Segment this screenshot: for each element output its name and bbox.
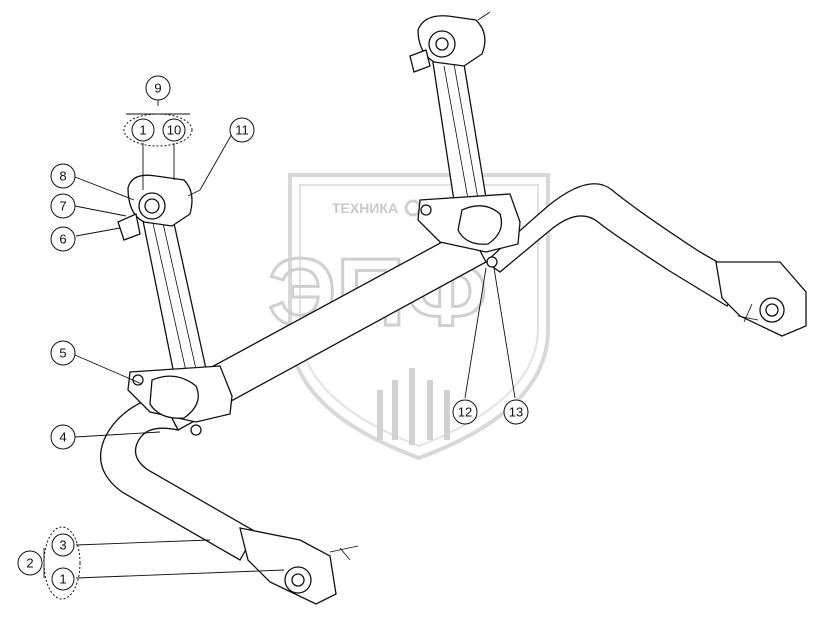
callout-2-group-outline — [43, 526, 81, 600]
callout-6-label: 6 — [59, 232, 66, 247]
callouts: 9 1 10 11 8 7 6 5 4 2 3 1 — [17, 75, 529, 600]
callout-8-circle — [50, 163, 76, 189]
callout-7-label: 7 — [59, 199, 66, 214]
callout-10-label: 10 — [167, 123, 181, 138]
callout-9-group-outline — [123, 113, 193, 147]
left-link — [117, 174, 233, 436]
callout-12-circle — [452, 399, 478, 425]
callout-10-circle — [162, 118, 186, 142]
callout-1-upper-circle — [131, 118, 155, 142]
callout-7-circle — [50, 193, 76, 219]
callout-1-lower-label: 1 — [59, 572, 66, 587]
watermark-top-text: ТЕХНИКА — [332, 200, 398, 216]
callout-2-circle — [17, 550, 43, 576]
callout-9-label: 9 — [154, 81, 161, 96]
watermark-shield — [288, 173, 550, 461]
callout-11-label: 11 — [235, 123, 249, 138]
right-link — [409, 11, 521, 268]
watermark-gear-icon — [404, 199, 422, 217]
callout-5-circle — [50, 340, 76, 366]
watermark-wheat-icon — [377, 368, 450, 445]
callout-9-circle — [145, 75, 171, 101]
callout-13-circle — [503, 399, 529, 425]
callout-11-circle — [229, 117, 255, 143]
callout-3-label: 3 — [59, 538, 66, 553]
callout-1-lower-circle — [51, 567, 75, 591]
callout-8-label: 8 — [59, 169, 66, 184]
callout-6-circle — [50, 226, 76, 252]
callout-5-label: 5 — [59, 346, 66, 361]
callout-1-upper-label: 1 — [139, 123, 146, 138]
stabilizer-bar — [100, 183, 807, 605]
callout-3-circle — [51, 533, 75, 557]
watermark-shield-inner — [299, 184, 539, 448]
callout-12-label: 12 — [458, 405, 472, 420]
callout-4-label: 4 — [59, 430, 66, 445]
callout-4-circle — [50, 424, 76, 450]
callout-13-label: 13 — [509, 405, 523, 420]
callout-2-label: 2 — [26, 556, 33, 571]
